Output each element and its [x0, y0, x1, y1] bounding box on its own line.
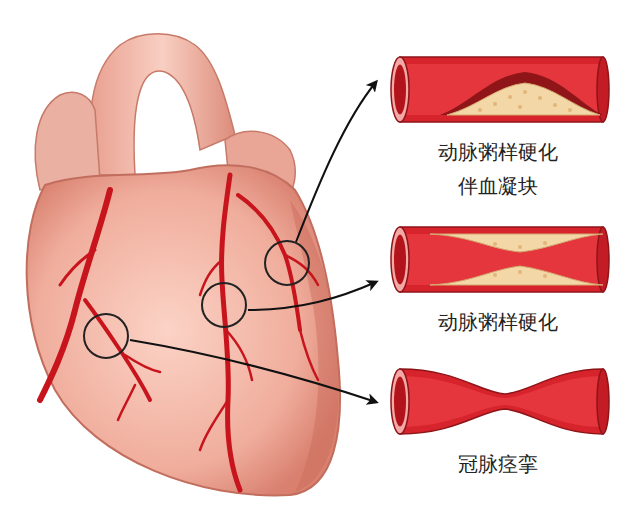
heart-body — [27, 165, 340, 495]
aorta — [90, 34, 235, 175]
vessel-label: 冠脉痉挛 — [423, 447, 573, 481]
marker-circle — [84, 314, 128, 358]
vessel-panel: 动脉粥样硬化 — [385, 222, 610, 343]
arrow-line — [296, 82, 376, 242]
arrow-line — [248, 282, 376, 310]
vessel-drawing — [385, 364, 610, 439]
vessel-label: 动脉粥样硬化 — [423, 305, 573, 339]
arrow-line — [130, 340, 376, 402]
coronary-arteries — [40, 175, 318, 490]
marker-circle — [265, 241, 309, 285]
vessel-panel: 动脉粥样硬化 伴血凝块 — [385, 52, 610, 207]
vessel-label: 动脉粥样硬化 伴血凝块 — [423, 135, 573, 203]
vessel-top — [35, 92, 100, 190]
marker-circle — [202, 283, 246, 327]
vessel-panel: 冠脉痉挛 — [385, 364, 610, 485]
vessel-drawing — [385, 52, 610, 127]
vessel-drawing — [385, 222, 610, 297]
